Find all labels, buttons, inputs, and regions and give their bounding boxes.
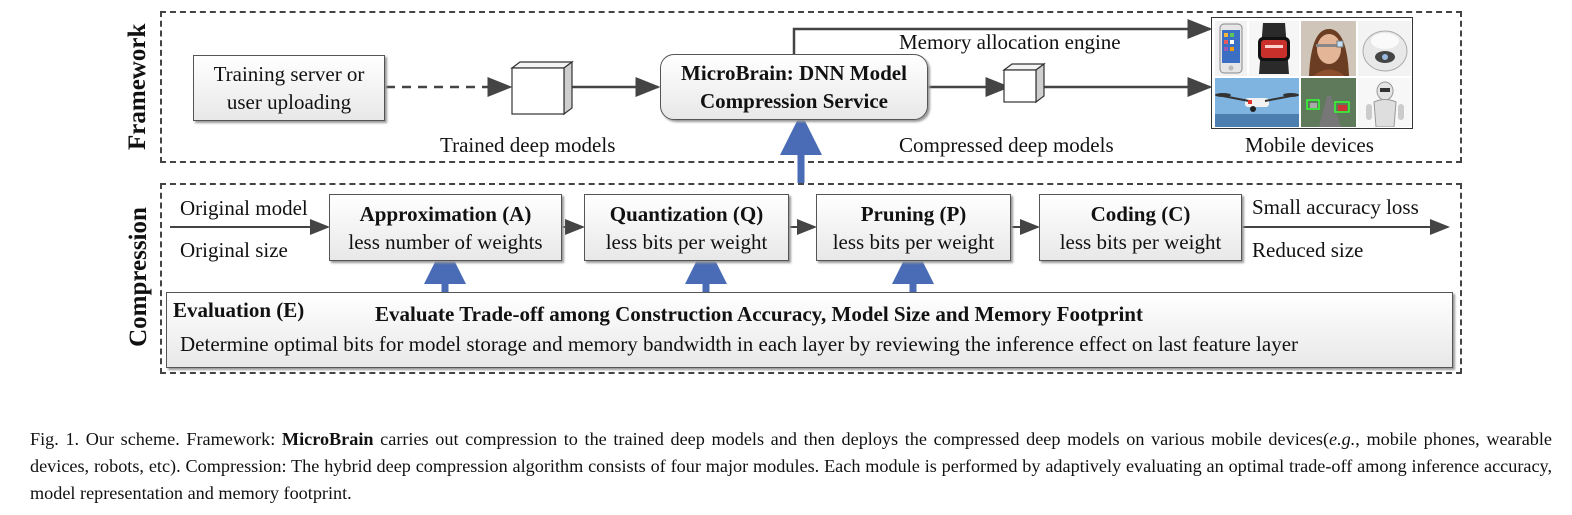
- service-line-1: MicroBrain: DNN Model: [681, 61, 907, 85]
- home-robot-image: [1358, 21, 1411, 76]
- training-source-line-1: Training server or: [213, 62, 365, 86]
- autonomous-car-image: [1301, 78, 1356, 127]
- evaluation-desc: Determine optimal bits for model storage…: [180, 332, 1299, 356]
- compression-region: [160, 183, 1462, 374]
- pruning-module-box: Pruning (P) less bits per weight: [816, 194, 1011, 261]
- trained-models-label: Trained deep models: [440, 133, 616, 157]
- mobile-devices-label: Mobile devices: [1245, 133, 1374, 157]
- small-accuracy-loss-label: Small accuracy loss: [1252, 195, 1419, 219]
- pruning-desc: less bits per weight: [832, 230, 995, 254]
- quantization-title: Quantization (Q): [609, 202, 764, 226]
- drone-image: [1215, 78, 1299, 127]
- memory-engine-arrow: [792, 19, 1213, 55]
- original-size-label: Original size: [180, 238, 288, 262]
- compressed-models-label: Compressed deep models: [899, 133, 1114, 157]
- service-line-2: Compression Service: [699, 89, 888, 113]
- smart-glasses-image: [1301, 21, 1356, 76]
- approximation-title: Approximation (A): [359, 202, 532, 226]
- evaluation-title: Evaluation (E): [173, 298, 305, 322]
- training-source-line-2: user uploading: [226, 90, 352, 114]
- coding-desc: less bits per weight: [1059, 230, 1222, 254]
- compressed-model-cube-icon: [1002, 62, 1046, 104]
- original-model-label: Original model: [180, 196, 308, 220]
- figure-caption: Fig. 1. Our scheme. Framework: MicroBrai…: [30, 426, 1552, 507]
- coding-title: Coding (C): [1090, 202, 1191, 226]
- caption-prefix: Fig. 1. Our scheme. Framework:: [30, 429, 282, 449]
- pruning-title: Pruning (P): [860, 202, 967, 226]
- microbrain-service-box: MicroBrain: DNN Model Compression Servic…: [660, 54, 928, 120]
- smartphone-image: [1215, 21, 1247, 76]
- caption-middle: carries out compression to the trained d…: [373, 429, 1330, 449]
- quantization-desc: less bits per weight: [605, 230, 768, 254]
- caption-italic: e.g.: [1329, 429, 1356, 449]
- evaluation-module-box: Evaluation (E) Evaluate Trade-off among …: [166, 292, 1453, 368]
- caption-bold: MicroBrain: [281, 429, 374, 449]
- evaluation-headline: Evaluate Trade-off among Construction Ac…: [375, 302, 1143, 326]
- trained-model-cube-icon: [510, 60, 574, 116]
- approximation-module-box: Approximation (A) less number of weights: [329, 194, 562, 261]
- quantization-module-box: Quantization (Q) less bits per weight: [584, 194, 789, 261]
- humanoid-robot-image: [1358, 78, 1411, 127]
- training-source-box: Training server or user uploading: [193, 55, 385, 121]
- memory-engine-label: Memory allocation engine: [899, 30, 1121, 54]
- mobile-devices-collage: [1211, 17, 1413, 129]
- caption-suffix: , mobile phones, wearable devices, robot…: [30, 429, 1552, 503]
- smartwatch-image: [1249, 21, 1299, 76]
- coding-module-box: Coding (C) less bits per weight: [1039, 194, 1242, 261]
- approximation-desc: less number of weights: [348, 230, 543, 254]
- framework-region: [160, 11, 1462, 163]
- reduced-size-label: Reduced size: [1252, 238, 1364, 262]
